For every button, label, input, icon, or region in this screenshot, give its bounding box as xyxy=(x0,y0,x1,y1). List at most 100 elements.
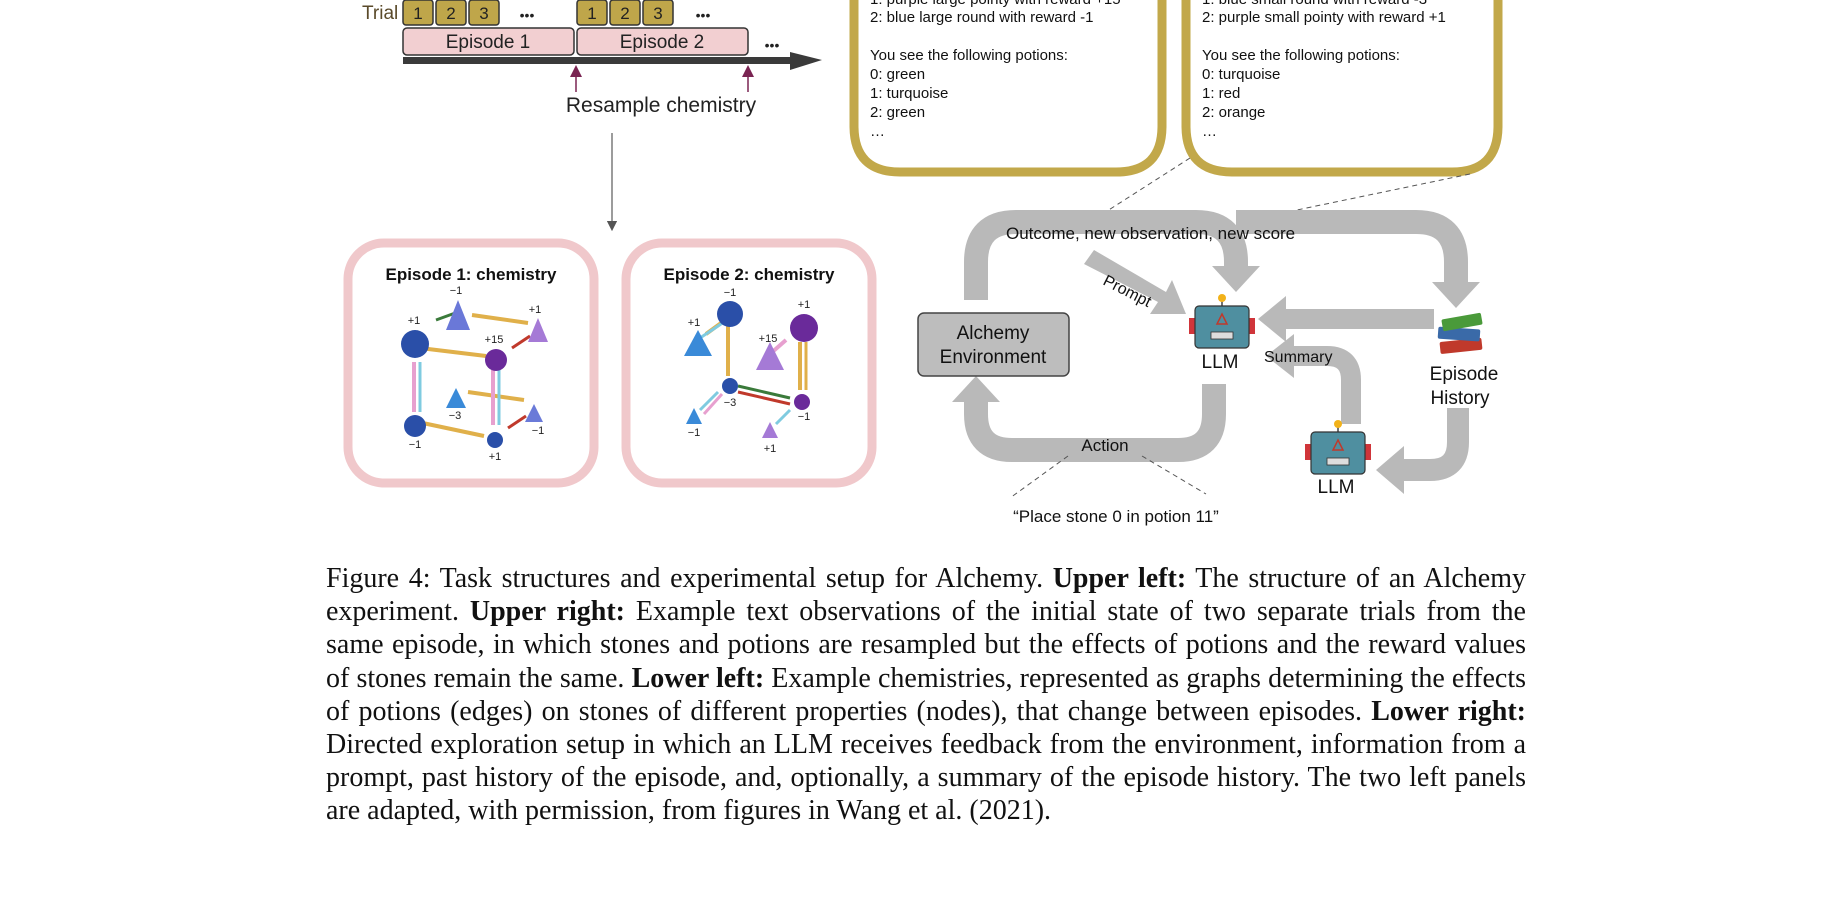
chemistry-title: Episode 1: chemistry xyxy=(385,265,557,284)
edge xyxy=(699,320,725,340)
outcome-arrow-left xyxy=(964,210,1248,300)
summary-arrow xyxy=(1292,346,1361,424)
edge xyxy=(737,390,791,406)
stone-node xyxy=(756,342,784,370)
reward-label: −1 xyxy=(688,427,701,439)
env-label: Alchemy xyxy=(957,323,1030,344)
caption-lower-right-label: Lower right: xyxy=(1371,695,1527,727)
reward-label: +15 xyxy=(759,333,778,345)
reward-label: +1 xyxy=(688,317,701,329)
edge xyxy=(511,334,531,350)
stone-node xyxy=(401,330,429,358)
history-to-llm-arrowhead xyxy=(1258,296,1286,342)
reward-label: −3 xyxy=(449,410,462,422)
reward-label: −1 xyxy=(450,285,463,297)
edge xyxy=(737,384,791,400)
edge xyxy=(419,346,487,358)
history-to-llm-arrow xyxy=(1284,309,1434,329)
trial-boxes-episode1: 1 2 3 ••• xyxy=(402,0,534,26)
stone-node xyxy=(794,394,810,410)
reward-label: +1 xyxy=(529,304,542,316)
action-arrow xyxy=(964,384,1226,462)
books-icon xyxy=(1437,312,1483,354)
reward-label: −1 xyxy=(724,287,737,299)
stone-node xyxy=(686,408,702,424)
dashed-connector xyxy=(1009,455,1069,499)
edge xyxy=(698,390,720,412)
reward-label: −1 xyxy=(798,411,811,423)
obs-line: 0: green xyxy=(870,66,925,83)
trial-number: 2 xyxy=(620,4,629,23)
figure-caption: Figure 4: Task structures and experiment… xyxy=(326,562,1526,828)
env-label: Environment xyxy=(940,347,1047,368)
obs-line: You see the following potions: xyxy=(870,47,1068,64)
stone-node xyxy=(446,300,470,330)
trial-number: 3 xyxy=(653,4,662,23)
outcome-arrowhead xyxy=(1212,266,1260,292)
reward-label: +1 xyxy=(764,443,777,455)
dashed-connector xyxy=(1089,157,1191,223)
episode2-box xyxy=(576,27,749,56)
trial-label: Trial xyxy=(362,3,398,24)
resample-label: Resample chemistry xyxy=(566,94,757,117)
stone-node xyxy=(528,318,548,342)
history-to-llm2-arrow xyxy=(1400,408,1469,481)
stone-node xyxy=(762,422,778,438)
reward-label: +15 xyxy=(485,334,504,346)
caption-lower-left-text: Example chemistries, represented as grap… xyxy=(326,662,1526,727)
stone-node xyxy=(446,388,466,408)
obs-line: … xyxy=(870,123,885,140)
stone-node xyxy=(525,404,543,422)
summary-arrowhead xyxy=(1266,334,1294,378)
edge xyxy=(774,408,792,426)
robot-icon xyxy=(1189,294,1255,349)
reward-label: +1 xyxy=(798,299,811,311)
stone-node xyxy=(790,314,818,342)
outcome-arrow-right xyxy=(1236,210,1468,282)
episode2-label: Episode 2 xyxy=(620,32,705,53)
action-arrowhead xyxy=(952,376,1000,402)
obs-line: … xyxy=(1202,123,1217,140)
reward-label: −1 xyxy=(532,425,545,437)
summary-label: Summary xyxy=(1264,349,1332,366)
stone-node xyxy=(487,432,503,448)
chemistry-panel-episode2: Episode 2: chemistry −1 +1 +1 +15 −3 −1 … xyxy=(621,238,877,488)
history-label: History xyxy=(1430,388,1490,409)
edge xyxy=(507,414,527,430)
prompt-arrow xyxy=(1084,250,1186,314)
history-to-llm2-arrowhead xyxy=(1376,446,1404,494)
trial-number: 1 xyxy=(413,4,422,23)
reward-label: +1 xyxy=(489,451,502,463)
flow-diagram xyxy=(952,210,1480,494)
obs-line: 1: blue small round with reward -3 xyxy=(1202,0,1427,8)
action-label: Action xyxy=(1081,436,1128,455)
edge xyxy=(417,420,485,438)
action-example: “Place stone 0 in potion 11” xyxy=(1013,507,1219,526)
caption-upper-left-label: Upper left: xyxy=(1052,563,1187,594)
episode1-label: Episode 1 xyxy=(446,32,531,53)
reward-label: −3 xyxy=(724,397,737,409)
caption-upper-right-text: Example text observations of the initial… xyxy=(326,596,1526,694)
obs-line: 1: red xyxy=(1202,85,1240,102)
trial-number: 1 xyxy=(587,4,596,23)
edge xyxy=(702,392,724,416)
episode-ellipsis: ••• xyxy=(765,37,780,53)
history-label: Episode xyxy=(1430,364,1499,385)
caption-lower-left-label: Lower left: xyxy=(631,662,765,694)
stone-node xyxy=(684,330,712,356)
caption-upper-left-text: The structure of an Alchemy experiment. xyxy=(326,563,1526,628)
caption-figure: Figure 4: Task structures and experiment… xyxy=(326,563,1044,594)
obs-line: 2: blue large round with reward -1 xyxy=(870,9,1093,26)
dashed-connector xyxy=(1141,455,1207,495)
stone-node xyxy=(485,349,507,371)
stone-node xyxy=(404,415,426,437)
obs-line: 2: purple small pointy with reward +1 xyxy=(1202,9,1446,26)
dashed-connector xyxy=(1219,173,1471,227)
timeline: Trial 1 2 3 ••• 1 2 3 ••• Episode 1 Epis… xyxy=(362,0,822,232)
obs-line: 0: turquoise xyxy=(1202,66,1280,83)
robot-icon xyxy=(1305,420,1371,475)
stone-node xyxy=(717,301,743,327)
reward-label: +1 xyxy=(408,315,421,327)
obs-line: You see the following potions: xyxy=(1202,47,1400,64)
